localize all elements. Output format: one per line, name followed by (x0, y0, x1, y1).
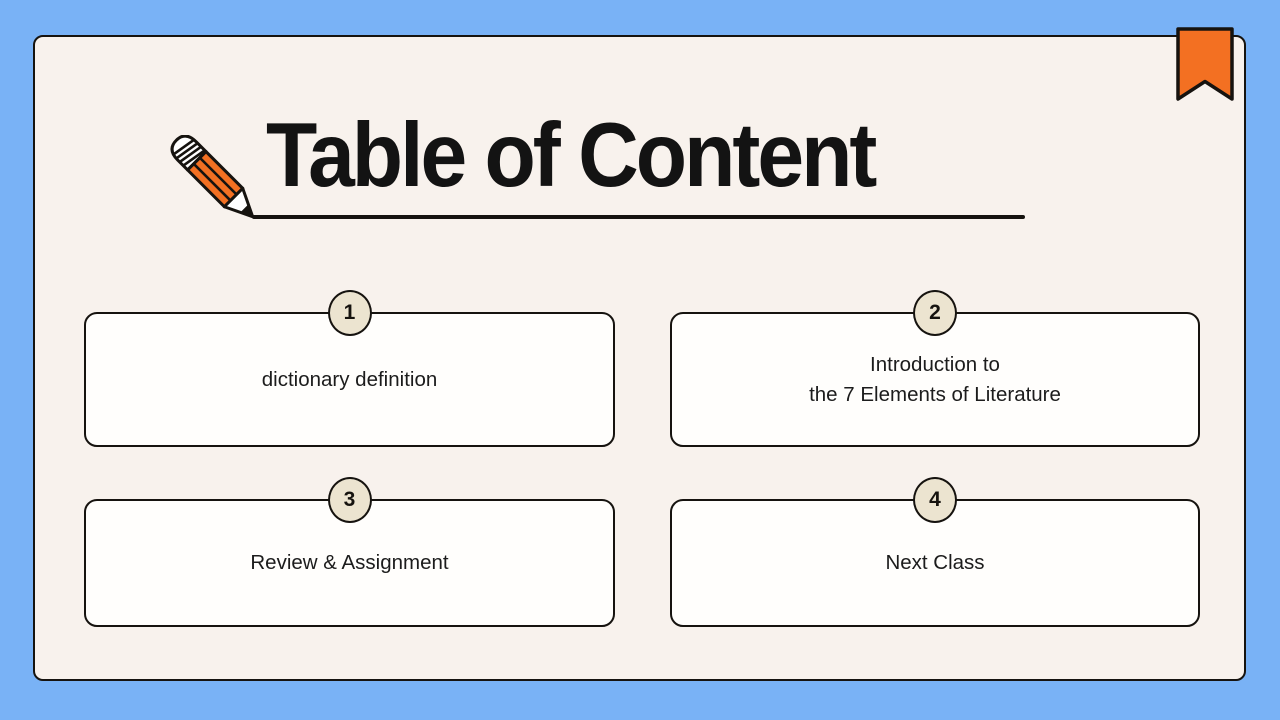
toc-item-1-number-badge: 1 (327, 290, 372, 336)
toc-item-4-number-badge: 4 (913, 477, 957, 523)
toc-item-2-label: Introduction to the 7 Elements of Litera… (809, 352, 1061, 406)
pencil-icon (170, 135, 255, 219)
bookmark-icon (1176, 27, 1234, 101)
toc-item-1[interactable]: 1 dictionary definition (84, 290, 615, 447)
toc-item-4-label: Next Class (885, 551, 985, 574)
page-title: Table of Content (266, 104, 877, 206)
slide-card: Table of Content 1 dictionary definition… (33, 27, 1246, 681)
title-underline (252, 215, 1025, 219)
toc-item-2-number: 2 (929, 301, 941, 324)
toc-item-2-number-badge: 2 (913, 290, 957, 336)
toc-item-1-number: 1 (343, 301, 356, 324)
toc-item-3[interactable]: 3 Review & Assignment (84, 477, 615, 627)
toc-item-2[interactable]: 2 Introduction to the 7 Elements of Lite… (670, 290, 1200, 447)
toc-item-3-number-badge: 3 (327, 477, 372, 523)
toc-item-1-label: dictionary definition (261, 367, 438, 391)
toc-item-3-label: Review & Assignment (250, 551, 449, 574)
toc-item-3-number: 3 (343, 488, 356, 511)
toc-item-4[interactable]: 4 Next Class (670, 477, 1200, 627)
toc-item-4-number: 4 (929, 488, 941, 511)
